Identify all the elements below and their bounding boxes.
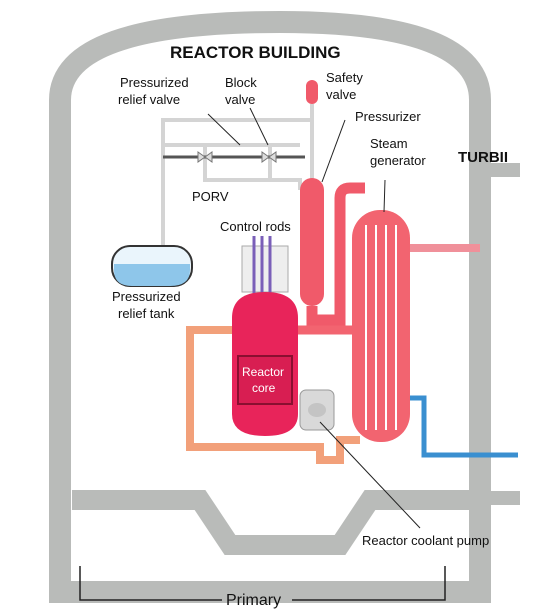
label-pressurizer: Pressurizer bbox=[355, 109, 421, 124]
label-block-valve: Block bbox=[225, 75, 257, 90]
label-block-valve: valve bbox=[225, 92, 255, 107]
reactor-core-label: core bbox=[252, 381, 276, 395]
turbine-label: TURBII bbox=[458, 149, 508, 166]
label-pressurized-relief-valve: Pressurized bbox=[120, 75, 189, 90]
control-rods bbox=[252, 236, 272, 300]
feedwater-pipe bbox=[410, 395, 518, 458]
leader-lines bbox=[207, 107, 421, 529]
control-rod-housing bbox=[241, 245, 289, 293]
label-safety-valve: Safety bbox=[326, 70, 363, 85]
turbine-connection bbox=[490, 163, 520, 505]
label-porv: PORV bbox=[192, 189, 229, 204]
pressurizer bbox=[300, 178, 324, 306]
safety-valve bbox=[306, 80, 318, 104]
porv-valve bbox=[197, 151, 213, 163]
primary-bracket bbox=[79, 566, 446, 601]
reactor-core-label: Reactor bbox=[242, 365, 284, 379]
pressurized-relief-tank bbox=[111, 245, 193, 287]
label-control-rods: Control rods bbox=[220, 219, 291, 234]
label-relief-tank: relief tank bbox=[118, 306, 175, 321]
pressurizer-surge-line bbox=[306, 182, 365, 326]
label-safety-valve: valve bbox=[326, 87, 356, 102]
block-valve bbox=[261, 151, 277, 163]
relief-line bbox=[161, 118, 312, 255]
label-reactor-coolant-pump: Reactor coolant pump bbox=[362, 533, 489, 548]
label-steam-generator: Steam bbox=[370, 136, 408, 151]
reactor-coolant-pump bbox=[299, 389, 335, 431]
label-relief-tank: Pressurized bbox=[112, 289, 181, 304]
steam-generator bbox=[352, 210, 410, 442]
primary-label: Primary bbox=[226, 592, 281, 609]
label-pressurized-relief-valve: relief valve bbox=[118, 92, 180, 107]
diagram-title: REACTOR BUILDING bbox=[170, 43, 341, 62]
reactor-core bbox=[237, 355, 293, 405]
label-steam-generator: generator bbox=[370, 153, 426, 168]
containment-floor-pit bbox=[72, 490, 470, 555]
containment-wall bbox=[49, 10, 491, 603]
